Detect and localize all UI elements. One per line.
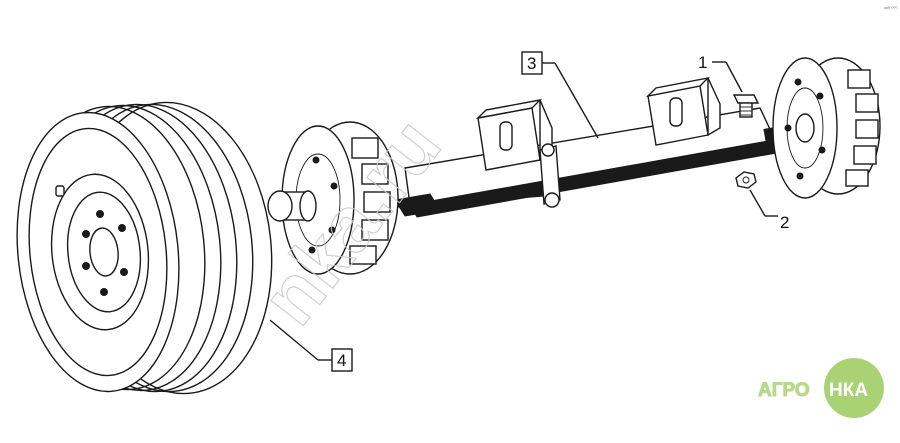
callout-4-label: 4 xyxy=(337,351,346,370)
callout-4: 4 xyxy=(269,319,353,372)
hub-cap xyxy=(267,190,317,222)
logo-left-text: АГРО xyxy=(758,380,810,401)
callout-2-label: 2 xyxy=(780,213,789,232)
callout-3: 3 xyxy=(521,51,599,139)
wheel-tire xyxy=(16,101,273,395)
callout-3-label: 3 xyxy=(527,54,536,73)
bolt xyxy=(732,94,760,118)
callout-1: 1 xyxy=(698,53,743,93)
right-brake-drum xyxy=(772,57,881,199)
nut xyxy=(735,171,757,189)
lever-arm xyxy=(539,143,561,208)
left-brake-drum xyxy=(281,121,399,275)
callout-4-box xyxy=(331,348,353,372)
left-drum-cooling-fins xyxy=(349,137,391,265)
logo-circle xyxy=(824,358,884,418)
wheel-rim xyxy=(50,173,150,331)
right-drum-cooling-fins xyxy=(845,69,879,187)
mounting-bracket-right xyxy=(645,76,721,146)
callout-1-label: 1 xyxy=(698,53,707,72)
logo-right-text: НКА xyxy=(829,380,868,401)
axle-beam xyxy=(394,107,817,218)
corner-mark: ᵃᵖᴿ ⁰⁰⁰ xyxy=(884,6,897,12)
callout-2: 2 xyxy=(749,189,789,232)
agronka-logo: АГРО НКА xyxy=(758,358,884,418)
